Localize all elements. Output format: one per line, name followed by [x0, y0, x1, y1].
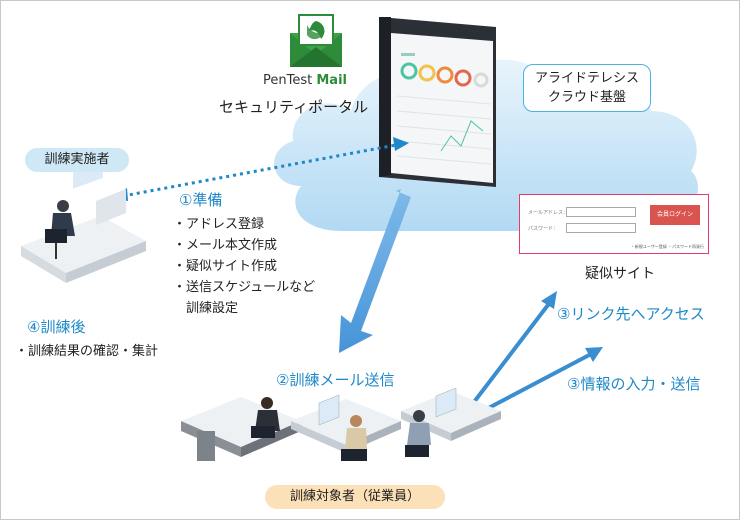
employee-workstation-2 [291, 394, 401, 461]
logo-brand-regular: PenTest [263, 73, 317, 88]
access-link-step: ③リンク先へアクセス [557, 305, 705, 323]
fake-site-login-button: 会員ログイン [650, 205, 700, 225]
fake-site-email-label: メールアドレス： [528, 210, 569, 216]
after-training-item: ・訓練結果の確認・集計 [15, 344, 159, 359]
prepare-item: 訓練設定 [173, 301, 239, 316]
send-mail-step: ②訓練メール送信 [276, 371, 395, 389]
trainer-label: 訓練実施者 [25, 148, 129, 172]
prepare-heading: ①準備 [179, 191, 223, 209]
after-training-list: ・訓練結果の確認・集計 [15, 341, 158, 362]
access-link-arrow [469, 291, 557, 408]
logo-brand-bold: Mail [316, 73, 347, 88]
fake-site-password-input [566, 223, 636, 233]
dashboard-screen [379, 17, 496, 187]
employee-workstation-1 [181, 397, 301, 461]
send-mail-arrow [339, 189, 411, 353]
prepare-item: ・疑似サイト作成 [173, 259, 278, 274]
portal-subtitle: セキュリティポータル [219, 98, 369, 116]
fake-site-footer: ・新規ユーザー登録 ・パスワード再発行 [630, 244, 704, 249]
prepare-item: ・アドレス登録 [173, 217, 265, 232]
fake-site-mockup: メールアドレス： パスワード： 会員ログイン ・新規ユーザー登録 ・パスワード再… [519, 194, 709, 254]
enter-info-step: ③情報の入力・送信 [567, 375, 701, 393]
fake-site-label: 疑似サイト [585, 266, 655, 282]
prepare-list: ・アドレス登録 ・メール本文作成 ・疑似サイト作成 ・送信スケジュールなど 訓練… [173, 214, 315, 319]
employee-workstation-3 [401, 387, 501, 457]
prepare-item: ・メール本文作成 [173, 238, 278, 253]
cloud-label-line1: アライドテレシス [534, 71, 639, 86]
fake-site-password-label: パスワード： [528, 226, 559, 232]
prepare-item: ・送信スケジュールなど [173, 280, 316, 295]
cloud-platform-label: アライドテレシス クラウド基盤 [523, 64, 651, 112]
after-training-heading: ④訓練後 [27, 318, 86, 336]
enter-info-arrow [478, 347, 603, 415]
fake-site-email-input [566, 207, 636, 217]
cloud-label-line2: クラウド基盤 [547, 90, 626, 105]
trainer-workstation [21, 159, 146, 283]
pentest-mail-logo-icon [290, 14, 342, 67]
logo-wordmark: PenTest Mail [263, 73, 347, 88]
training-targets-label: 訓練対象者（従業員） [265, 485, 445, 509]
